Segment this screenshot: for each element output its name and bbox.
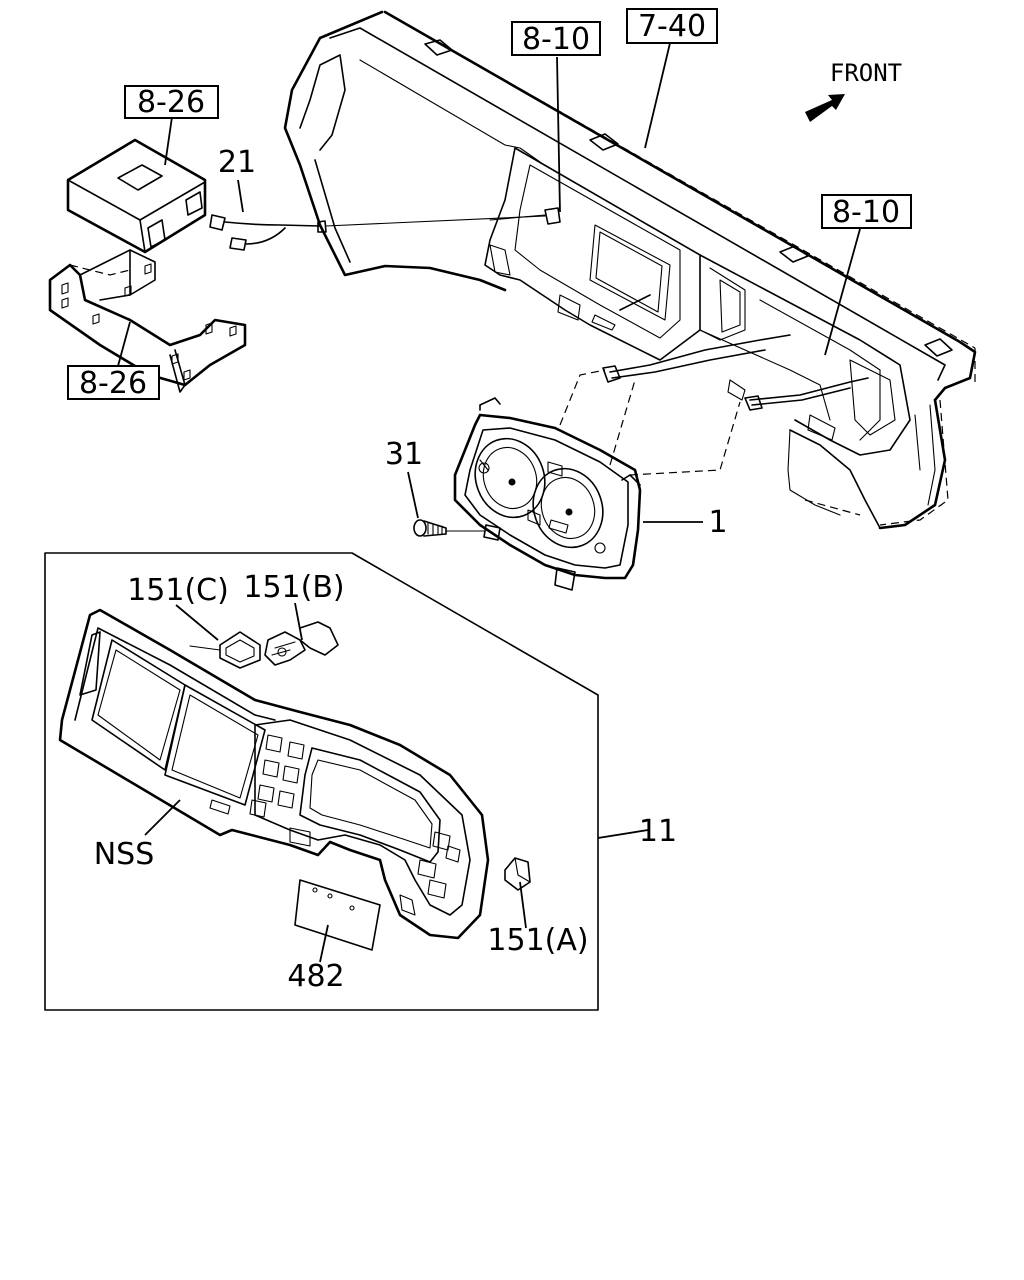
callout-1: 1 [708,505,727,540]
callout-nss: NSS [94,837,155,872]
front-arrow-icon [805,94,845,122]
part-151c [189,631,261,669]
ref-box-8-10-top [511,21,601,56]
part-151b [264,621,339,666]
dashboard-assembly [283,10,977,530]
ref-box-8-26-top [124,85,219,119]
ref-label-8-26-top[interactable]: 8-26 [137,85,205,120]
callout-482: 482 [287,959,344,994]
module-bracket [48,249,247,393]
part-482-plate [294,879,381,951]
instrument-cluster [453,369,741,591]
callout-151c: 151(C) [127,573,229,608]
ref-label-8-10-top[interactable]: 8-10 [522,22,590,57]
callout-11: 11 [639,814,677,849]
ref-box-8-26-bottom [67,365,160,400]
callout-151b: 151(B) [243,570,344,605]
front-label: FRONT [830,59,902,87]
cluster-bezel-nss [58,608,490,940]
ref-label-8-10-right[interactable]: 8-10 [832,195,900,230]
control-module [66,138,207,254]
callout-31: 31 [385,437,423,472]
ref-label-8-26-bottom[interactable]: 8-26 [79,366,147,401]
screw-31 [413,519,485,537]
part-151a [504,857,531,891]
ref-box-8-10-right [821,194,912,229]
ref-box-7-40 [626,8,718,44]
leader-lines [117,42,861,963]
callout-21: 21 [218,145,256,180]
callout-151a: 151(A) [487,923,588,958]
inset-frame [44,552,599,1011]
ref-label-7-40[interactable]: 7-40 [638,9,706,44]
wire-harness-21 [209,214,546,251]
